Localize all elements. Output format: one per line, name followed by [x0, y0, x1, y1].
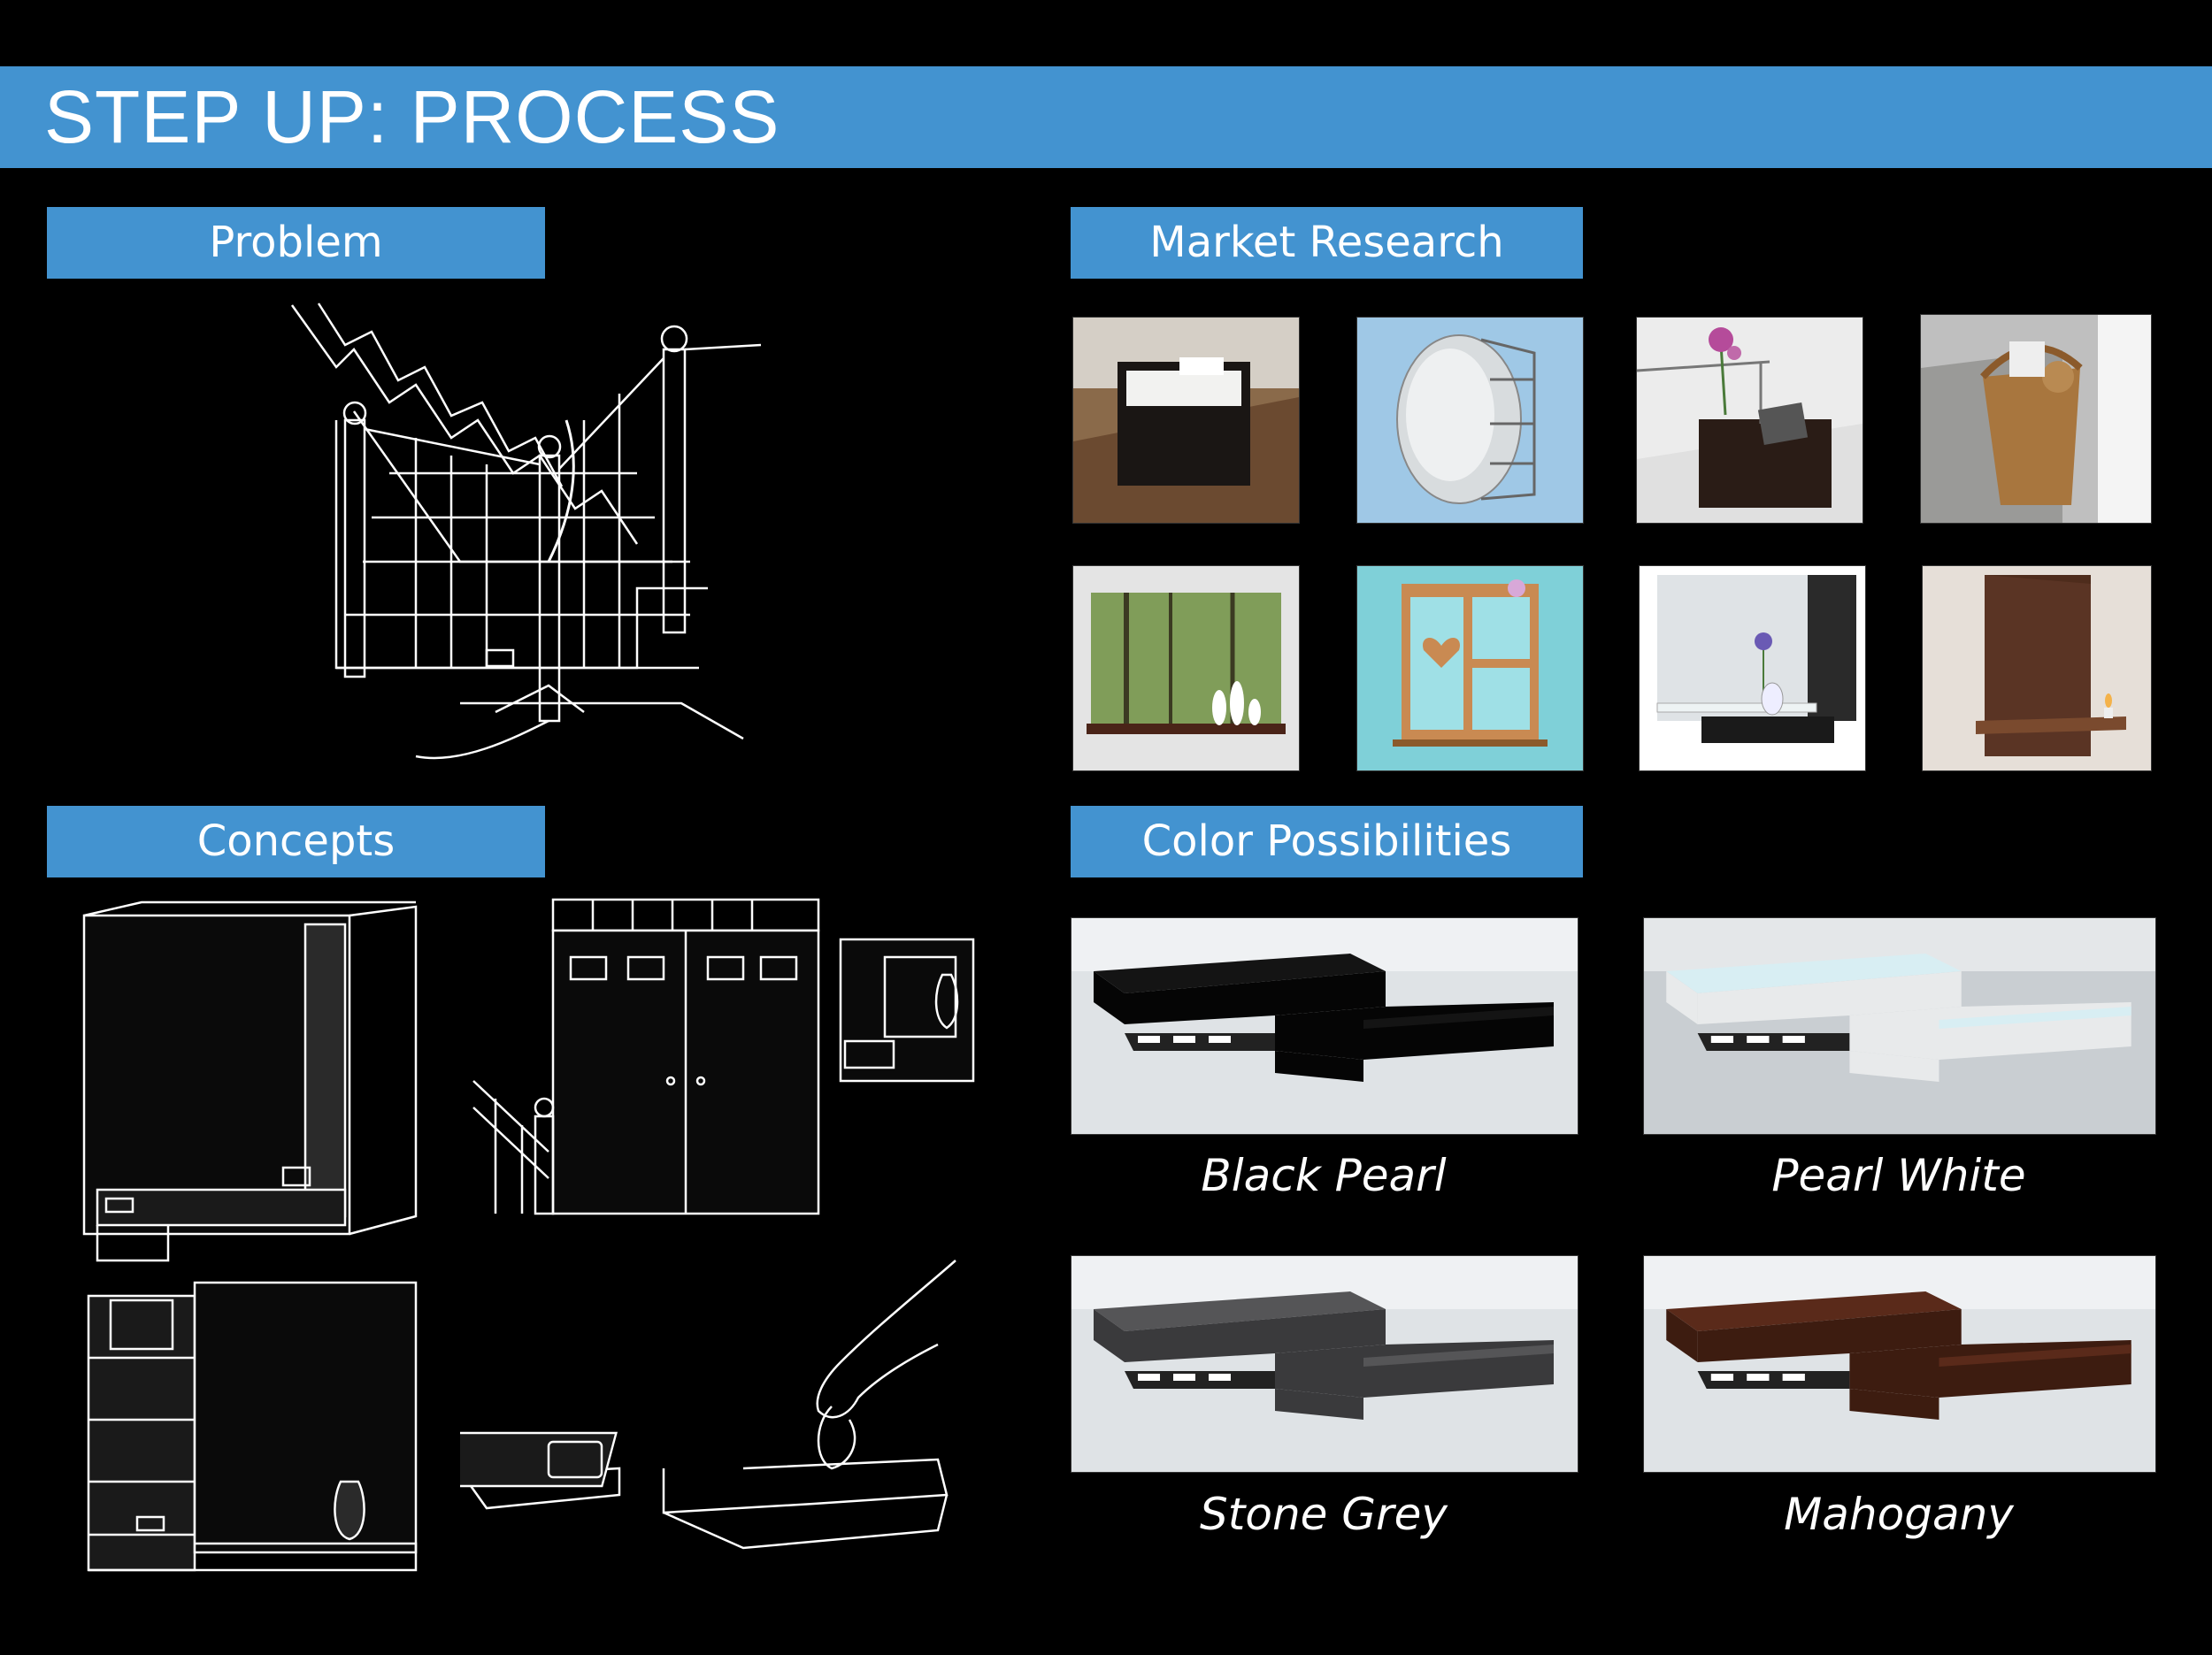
stone-grey-shelf-render	[1071, 1255, 1578, 1473]
box-shelf-with-orchid-photo	[1636, 317, 1863, 524]
wooden-candle-shelf-photo	[1922, 565, 2152, 771]
page-title: STEP UP: PROCESS	[44, 75, 780, 158]
section-label-market-research: Market Research	[1071, 207, 1583, 279]
hand-placing-keys-concept-sketch	[460, 1256, 964, 1583]
section-label-concepts: Concepts	[47, 806, 545, 877]
wicker-stair-basket-photo	[1920, 314, 2152, 524]
heart-wooden-cabinet-photo	[1356, 565, 1584, 771]
oval-mirror-shelf-photo	[1356, 317, 1584, 524]
side-shelf-concept-sketch	[84, 1278, 420, 1579]
staircase-sketch	[283, 296, 779, 774]
title-banner: STEP UP: PROCESS	[0, 66, 2212, 168]
black-pearl-shelf-render	[1071, 917, 1578, 1135]
section-label-color-possibilities: Color Possibilities	[1071, 806, 1583, 877]
color-caption-stone-grey: Stone Grey	[1200, 1489, 1448, 1540]
mahogany-shelf-render	[1643, 1255, 2156, 1473]
mirror-with-key-hooks-photo	[1639, 565, 1866, 771]
storage-box-on-stairs-photo	[1072, 317, 1300, 524]
color-caption-black-pearl: Black Pearl	[1201, 1150, 1447, 1201]
pearl-white-shelf-render	[1643, 917, 2156, 1135]
color-caption-pearl-white: Pearl White	[1771, 1150, 2026, 1201]
entryway-cabinet-concept-sketch	[469, 895, 1000, 1222]
section-label-problem: Problem	[47, 207, 545, 279]
mirror-shelf-concept-sketch	[80, 898, 429, 1278]
color-caption-mahogany: Mahogany	[1784, 1489, 2014, 1540]
forest-mirror-shelf-photo	[1072, 565, 1300, 771]
